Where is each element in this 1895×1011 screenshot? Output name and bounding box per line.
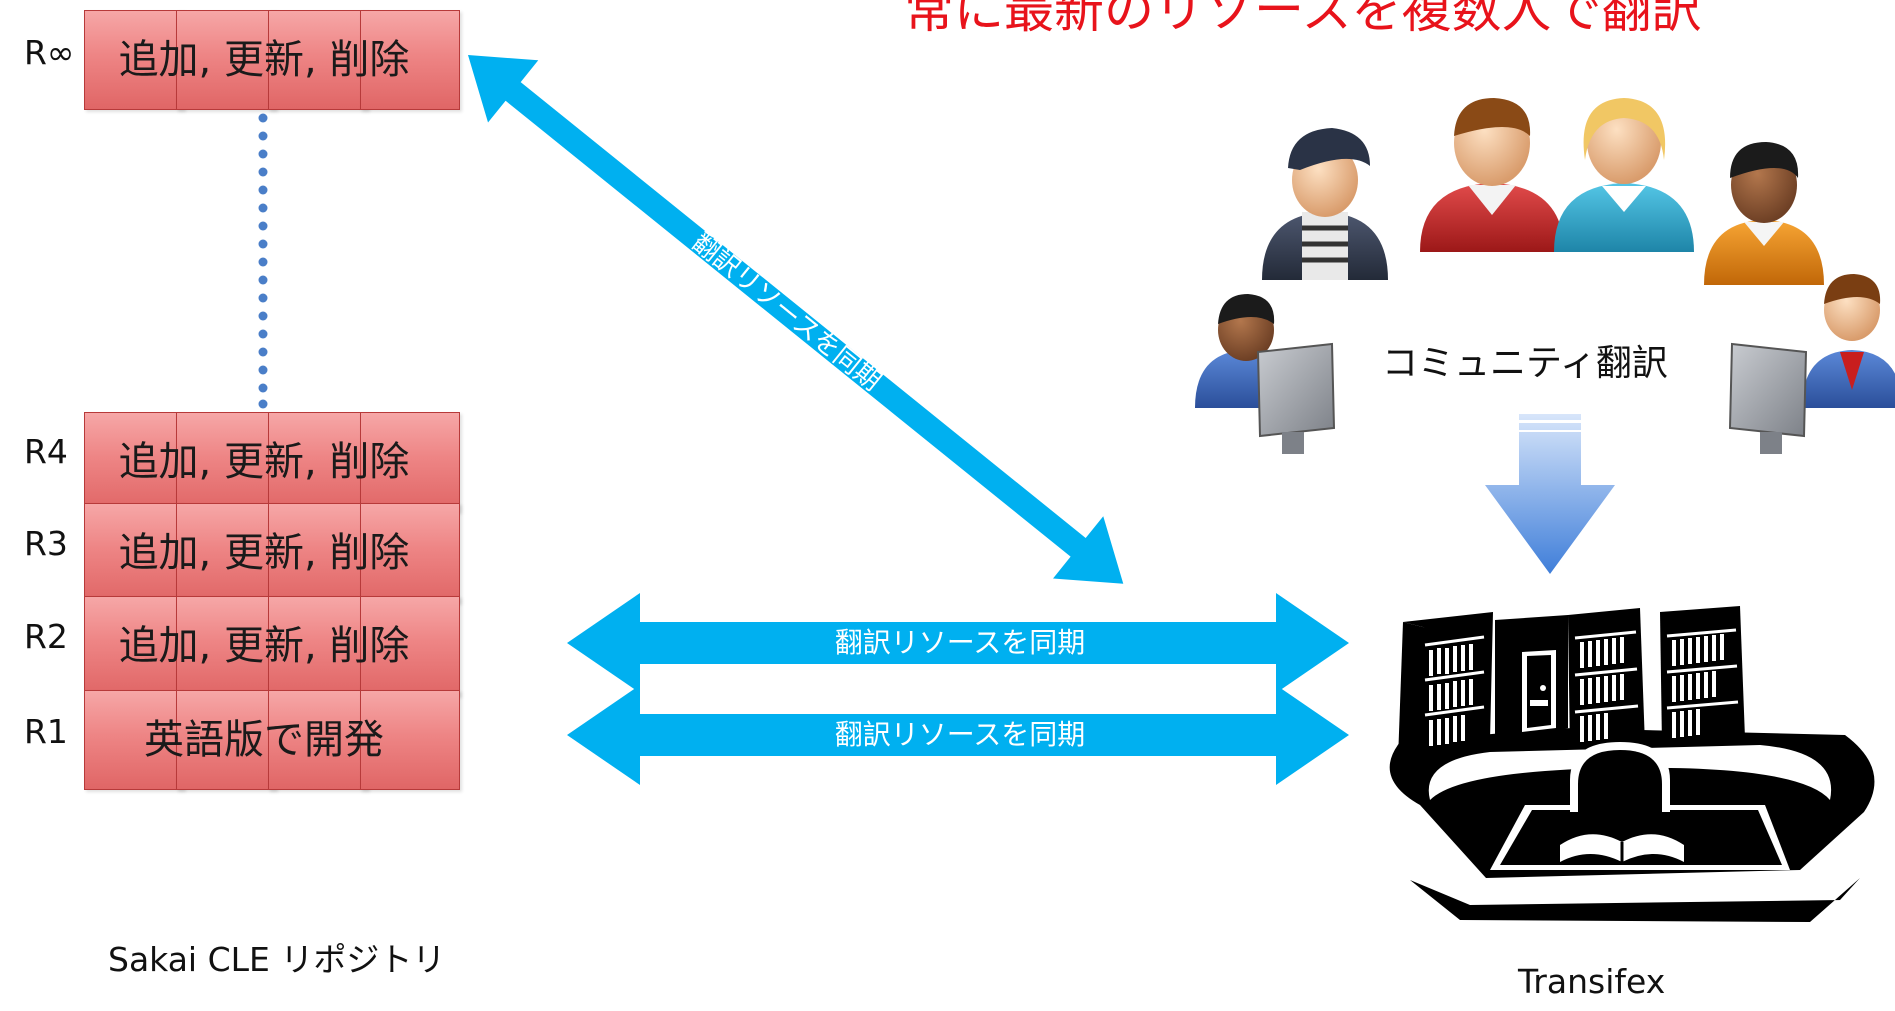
repo-row-r1: 英語版で開発: [84, 690, 524, 790]
row-label-rinf: R∞: [24, 33, 75, 72]
repo-row-text: 追加, 更新, 削除: [118, 37, 410, 83]
repo-row-text: 追加, 更新, 削除: [118, 439, 410, 485]
row-label-r1: R1: [24, 712, 68, 751]
repo-row-text: 追加, 更新, 削除: [118, 530, 410, 576]
row-label-r4: R4: [24, 432, 68, 471]
sync-label-r1: 翻訳リソースを同期: [834, 718, 1086, 751]
row-label-r2: R2: [24, 617, 68, 656]
repo-row-r2: 追加, 更新, 削除: [84, 596, 524, 696]
community-label: コミュニティ翻訳: [1382, 343, 1668, 384]
repo-row-text: 英語版で開発: [144, 717, 384, 763]
repo-row-r4: 追加, 更新, 削除: [84, 412, 524, 512]
repository-caption: Sakai CLE リポジトリ: [108, 940, 446, 979]
slide-title: 常に最新のリソースを複数人で翻訳: [904, 0, 1702, 39]
repo-row-r3: 追加, 更新, 削除: [84, 503, 524, 603]
row-label-r3: R3: [24, 524, 68, 563]
transifex-caption: Transifex: [1518, 962, 1666, 1001]
repo-row-rinf: 追加, 更新, 削除: [84, 10, 524, 110]
sync-label-r2: 翻訳リソースを同期: [834, 626, 1086, 659]
repo-row-text: 追加, 更新, 削除: [118, 623, 410, 669]
